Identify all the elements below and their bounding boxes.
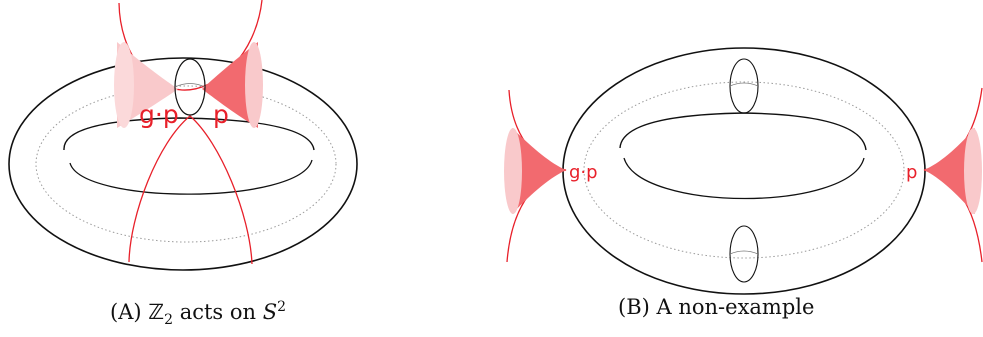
torus-outer-outline (562, 47, 926, 295)
torus-core-dotted (583, 81, 905, 259)
cone-left-rim (114, 42, 134, 128)
cone-right-rim (245, 42, 263, 128)
caption-tag: (A) (110, 300, 142, 324)
torus-core-dotted (35, 85, 337, 243)
meridian-circle-bottom (729, 225, 759, 283)
label-g-dot-p: g·p (139, 100, 179, 129)
caption-panel-a: (A) ℤ2 acts on S2 (110, 290, 287, 328)
cone-right-shading (924, 128, 975, 214)
torus-inner-hole (619, 112, 867, 151)
meridian-bottom-back (729, 250, 759, 255)
caption-space: S (262, 300, 278, 324)
torus-inner-lower (623, 157, 865, 200)
caption-group: ℤ (148, 300, 165, 324)
caption-group-subscript: 2 (164, 312, 174, 329)
caption-text: A non-example (656, 295, 815, 319)
panel-b: g·p p (504, 47, 983, 295)
meridian-circle-top (729, 58, 759, 114)
torus-outer-outline (8, 57, 358, 271)
cone-right-shading (202, 42, 258, 128)
cone-left-rim (504, 128, 522, 214)
cone-right-rim (964, 128, 982, 214)
cone-left-shading (512, 128, 566, 214)
panel-a: g·p p (8, 0, 358, 271)
sphere-bottom-arc (128, 115, 253, 265)
label-p: p (906, 162, 917, 183)
caption-space-superscript: 2 (277, 299, 287, 315)
caption-text: acts on (173, 300, 263, 324)
caption-panel-b: (B) A non-example (618, 290, 814, 324)
meridian-back (174, 83, 206, 88)
torus-inner-lower (69, 159, 313, 195)
label-p: p (213, 100, 229, 129)
meridian-top-back (729, 82, 759, 87)
label-g-dot-p: g·p (569, 162, 598, 183)
torus-inner-hole (63, 117, 315, 151)
caption-tag: (B) (618, 295, 650, 319)
